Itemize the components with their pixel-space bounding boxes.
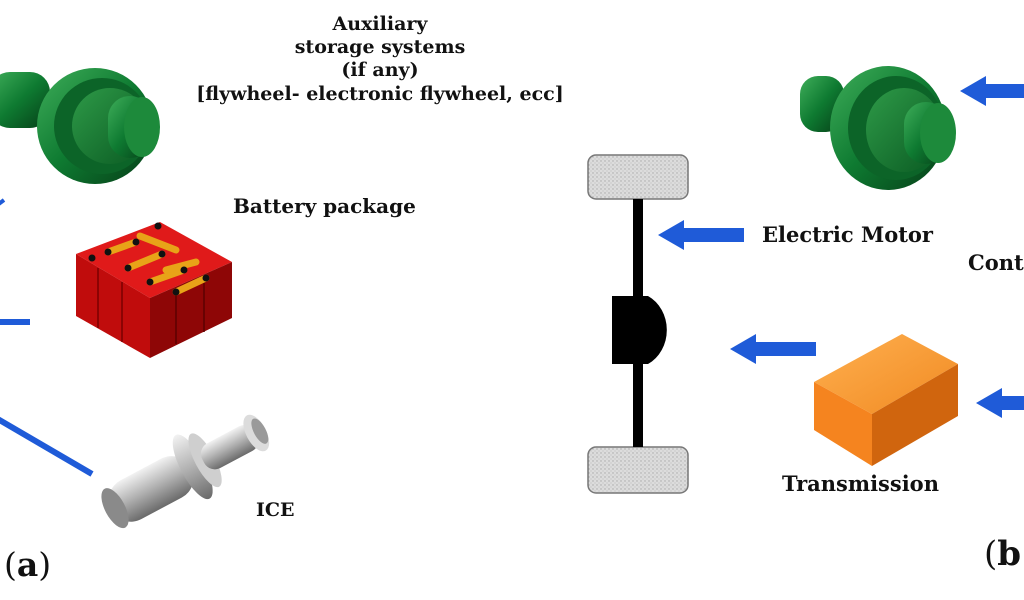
- aux-storage-label: Auxiliary storage systems (if any) [flyw…: [196, 13, 564, 105]
- panel-b-label: (b: [984, 534, 1022, 574]
- electric-motor-label: Electric Motor: [762, 222, 933, 247]
- battery-package-label: Battery package: [233, 194, 416, 218]
- ice-label: ICE: [256, 499, 295, 521]
- controller-to-transmission-arrow: [976, 388, 1024, 418]
- battery-package-icon: [76, 222, 232, 358]
- left-connector-arrows: [0, 198, 94, 477]
- aux-storage-motor-icon: [0, 68, 160, 184]
- transmission-to-axle-arrow: [730, 334, 816, 364]
- internal-combustion-engine-icon: [101, 414, 270, 529]
- transmission-box-icon: [814, 334, 958, 466]
- control-label: Cont: [968, 250, 1024, 275]
- transmission-label: Transmission: [782, 471, 939, 496]
- electric-motor-to-axle-arrow: [658, 220, 744, 250]
- controller-to-motor-arrow: [960, 76, 1024, 106]
- vehicle-axle-icon: [587, 154, 689, 494]
- electric-motor-icon: [800, 66, 956, 190]
- panel-a-label: (a): [4, 545, 52, 584]
